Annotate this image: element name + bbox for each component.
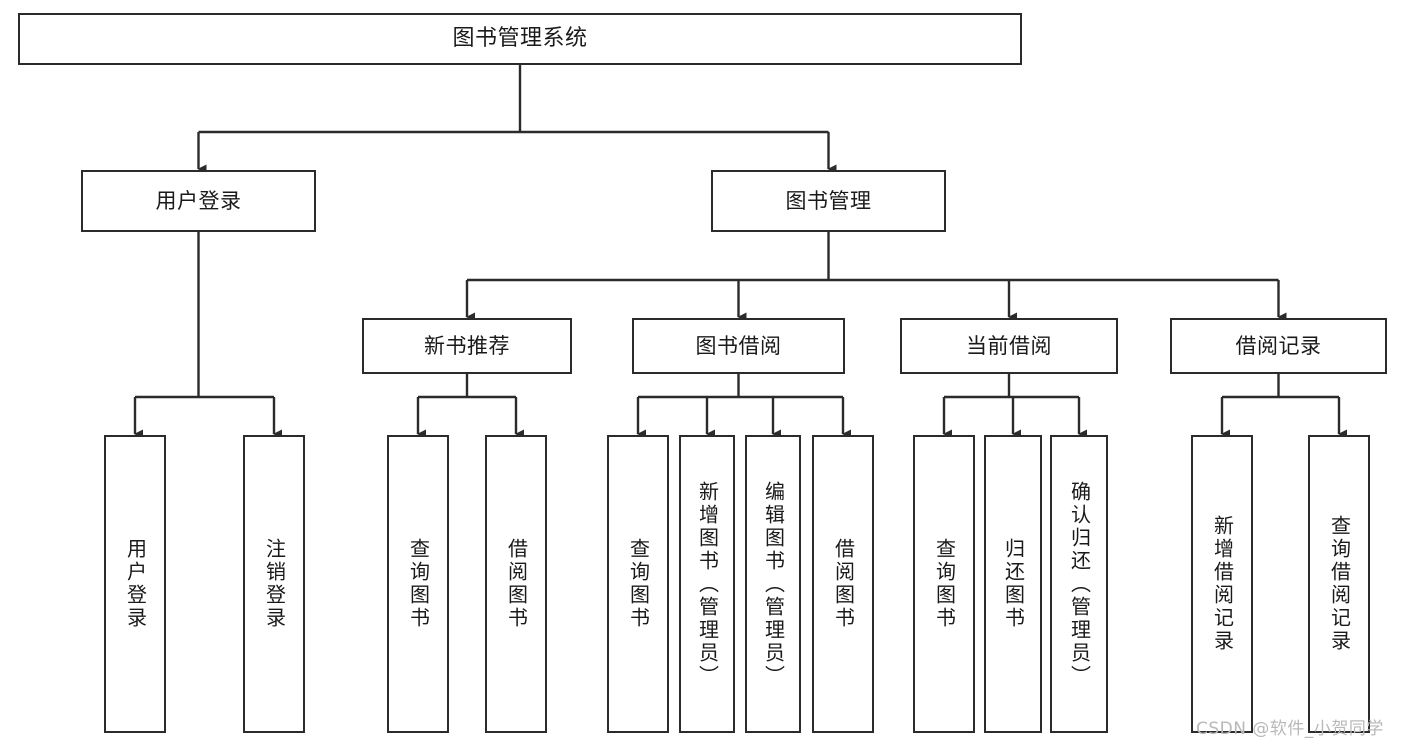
node-leaf-rc-query[interactable]: 查询借阅记录 [1308, 435, 1370, 733]
tree-connectors [133, 65, 1347, 439]
node-label: 图书管理 [785, 188, 872, 213]
node-label: 查询图书 [932, 538, 957, 630]
node-leaf-bo-add[interactable]: 新增图书（管理员） [679, 435, 735, 733]
node-label: 归还图书 [1001, 538, 1026, 630]
node-label: 确认归还（管理员） [1067, 480, 1092, 688]
node-current[interactable]: 当前借阅 [900, 318, 1118, 374]
node-login[interactable]: 用户登录 [81, 170, 316, 232]
node-label: 借阅图书 [831, 538, 856, 630]
node-label: 用户登录 [155, 188, 242, 213]
node-label: 新增图书（管理员） [695, 480, 720, 688]
node-leaf-bo-edit[interactable]: 编辑图书（管理员） [745, 435, 801, 733]
node-label: 当前借阅 [966, 333, 1052, 358]
node-label: 借阅图书 [504, 538, 529, 630]
node-label: 用户登录 [123, 538, 148, 630]
node-leaf-cu-return[interactable]: 归还图书 [984, 435, 1042, 733]
node-label: 新增借阅记录 [1210, 515, 1235, 653]
node-root[interactable]: 图书管理系统 [18, 13, 1022, 65]
node-leaf-logout[interactable]: 注销登录 [243, 435, 305, 733]
node-label: 借阅记录 [1235, 333, 1322, 358]
node-leaf-nb-borrow[interactable]: 借阅图书 [485, 435, 547, 733]
csdn-watermark: CSDN @软件_小贺同学 [1196, 719, 1384, 739]
node-leaf-cu-query[interactable]: 查询图书 [913, 435, 975, 733]
node-bookmgmt[interactable]: 图书管理 [711, 170, 946, 232]
node-borrow[interactable]: 图书借阅 [632, 318, 845, 374]
node-leaf-rc-add[interactable]: 新增借阅记录 [1191, 435, 1253, 733]
node-label: 编辑图书（管理员） [761, 480, 786, 688]
node-records[interactable]: 借阅记录 [1170, 318, 1387, 374]
node-label: 图书管理系统 [452, 26, 588, 52]
node-newbook[interactable]: 新书推荐 [362, 318, 572, 374]
node-leaf-bo-borrow[interactable]: 借阅图书 [812, 435, 874, 733]
node-label: 查询图书 [626, 538, 651, 630]
node-label: 图书借阅 [695, 333, 782, 358]
node-leaf-nb-query[interactable]: 查询图书 [387, 435, 449, 733]
node-leaf-login[interactable]: 用户登录 [104, 435, 166, 733]
node-label: 新书推荐 [424, 333, 510, 358]
node-label: 注销登录 [262, 538, 287, 630]
node-leaf-cu-conf[interactable]: 确认归还（管理员） [1050, 435, 1108, 733]
node-label: 查询图书 [406, 538, 431, 630]
node-leaf-bo-query[interactable]: 查询图书 [607, 435, 669, 733]
node-label: 查询借阅记录 [1327, 515, 1352, 653]
